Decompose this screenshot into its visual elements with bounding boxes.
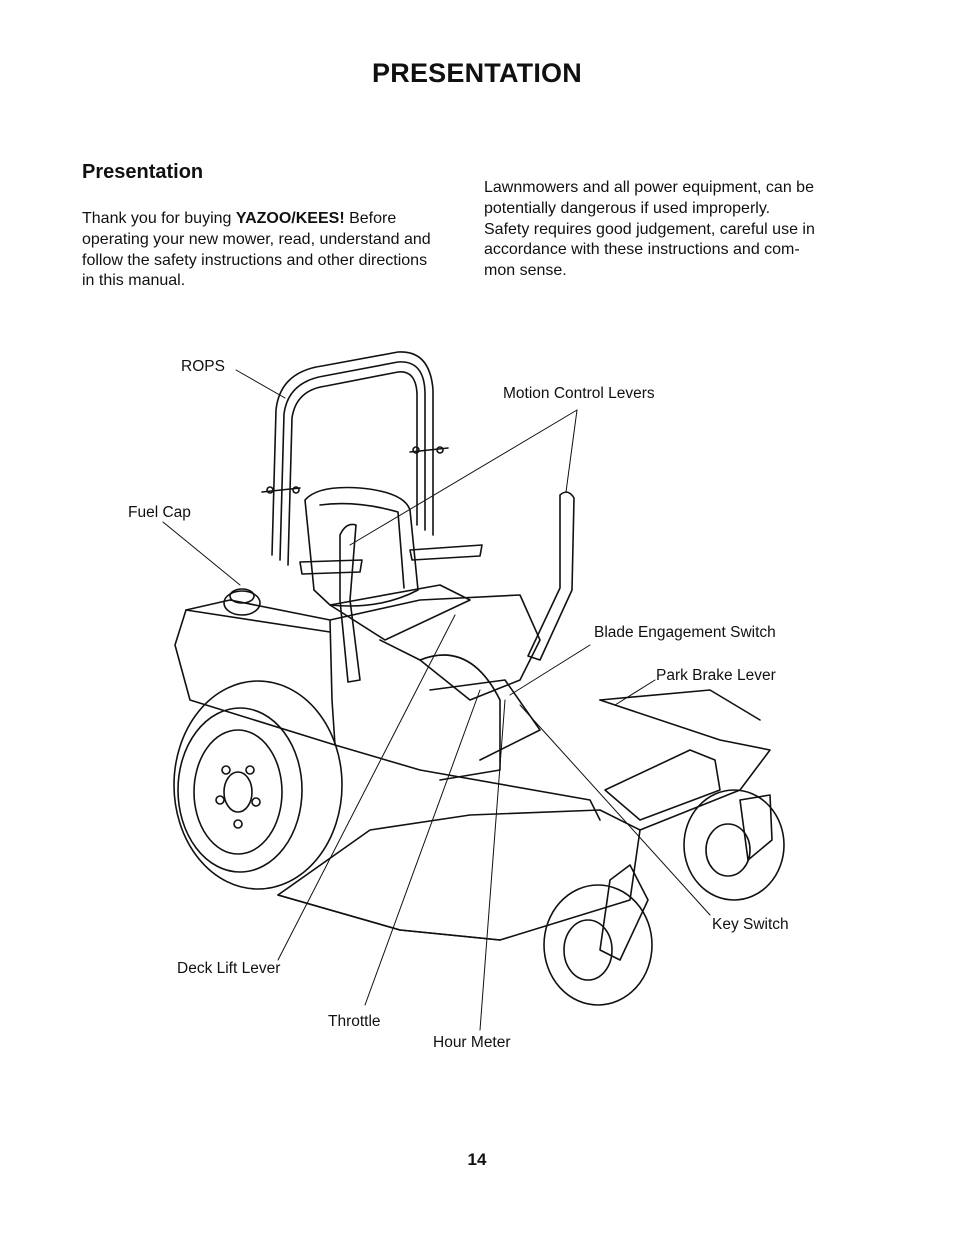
safety-line: mon sense. [484, 262, 567, 280]
label-rops: ROPS [181, 358, 225, 375]
page-number: 14 [467, 1150, 487, 1169]
safety-line: Safety requires good judgement, careful … [484, 220, 815, 238]
label-motion-control-levers: Motion Control Levers [503, 385, 655, 402]
label-park-brake-lever: Park Brake Lever [656, 667, 776, 684]
motion-control-levers [339, 491, 575, 683]
label-key-switch: Key Switch [712, 916, 789, 933]
intro-text-before: Thank you for buying [82, 210, 236, 227]
brand-name: YAZOO/KEES! [235, 210, 345, 227]
fuel-tank [174, 588, 336, 746]
safety-paragraph: Lawnmowers and all power equipment, can … [484, 178, 846, 282]
leader-lines [162, 369, 711, 1031]
section-heading: Presentation [82, 161, 204, 183]
front-caster-wheels [543, 789, 785, 1006]
label-fuel-cap: Fuel Cap [128, 504, 191, 521]
mower-deck [277, 689, 771, 941]
rear-wheel [173, 680, 343, 890]
seat [299, 486, 483, 641]
label-throttle: Throttle [328, 1013, 381, 1030]
safety-line: potentially dangerous if used improperly… [484, 199, 771, 217]
label-hour-meter: Hour Meter [433, 1034, 511, 1051]
intro-text-after: Before operating your new mower, read, u… [82, 210, 431, 290]
intro-paragraph: Thank you for buying YAZOO/KEES! Before … [82, 209, 432, 292]
mower-body [329, 594, 601, 821]
page-title: PRESENTATION [372, 58, 582, 88]
safety-line: accordance with these instructions and c… [484, 241, 800, 259]
label-deck-lift-lever: Deck Lift Lever [177, 960, 281, 977]
label-blade-engagement-switch: Blade Engagement Switch [594, 624, 776, 641]
rops-frame [261, 351, 449, 566]
safety-line: Lawnmowers and all power equipment, can … [484, 179, 814, 196]
